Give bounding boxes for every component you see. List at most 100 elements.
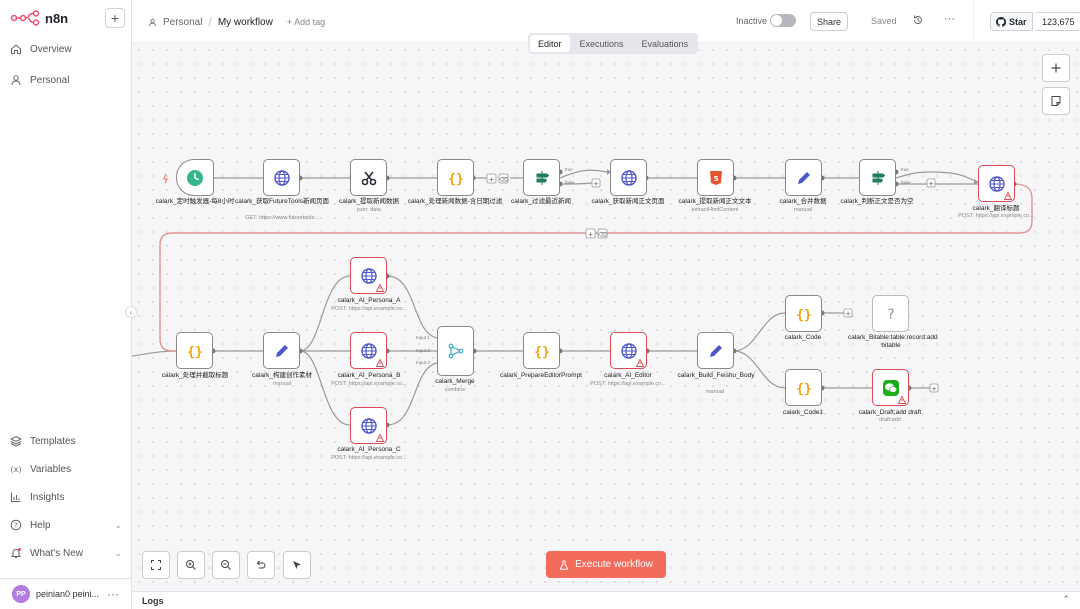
svg-text:{}: {} (448, 172, 464, 187)
collapse-sidebar-button[interactable]: ‹ (125, 306, 137, 318)
node-label: calark_Draft:add draft (858, 409, 922, 416)
port-label-input-2: Input 2 (416, 348, 430, 353)
workflow-node[interactable]: {} (785, 295, 822, 332)
node-subtitle: manual (705, 389, 725, 395)
workflow-node[interactable] (610, 332, 647, 369)
node-subtitle: combine (444, 387, 466, 393)
zoom-out-icon (221, 560, 231, 570)
workflow-node[interactable] (350, 159, 387, 196)
zoom-in-icon (186, 560, 196, 570)
history-icon[interactable] (912, 14, 924, 26)
logs-panel[interactable]: Logs ⌃ (132, 591, 1080, 609)
workflow-node[interactable]: ? (872, 295, 909, 332)
node-label: calark_Code1 (782, 409, 824, 416)
plus-icon (1051, 63, 1061, 73)
node-subtitle: POST: https://api.example.co... (590, 381, 666, 387)
chevron-down-icon: ⌄ (114, 547, 122, 558)
logo[interactable]: n8n (10, 10, 68, 26)
globe-icon (360, 417, 377, 434)
sidebar-item-variables[interactable]: (x) Variables (10, 460, 122, 478)
zoom-in-button[interactable] (177, 551, 205, 579)
user-name: peinian0 peini... (36, 589, 100, 599)
sidebar-item-personal[interactable]: Personal (10, 71, 122, 89)
workflow-canvas[interactable]: +⌫ ++ +⌫ ++ calark_定时触发器-每8小时 calark_获取F… (132, 43, 1080, 591)
workflow-node[interactable] (523, 159, 560, 196)
sidebar-item-help[interactable]: ? Help ⌄ (10, 516, 122, 534)
workflow-node[interactable] (350, 257, 387, 294)
github-star-button[interactable]: Star (990, 12, 1033, 31)
user-more-icon[interactable]: ··· (107, 587, 119, 601)
github-star-widget: Star 123,675 (973, 0, 1080, 43)
workflow-node[interactable] (978, 165, 1015, 202)
node-label: calark_PrepareEditorPrompt (499, 372, 582, 379)
node-label: calark_提取新闻数据 (339, 198, 399, 205)
add-node-button[interactable] (1042, 54, 1070, 82)
svg-text:{}: {} (796, 308, 812, 323)
node-label: calark_获取FutureTools新闻页面 (235, 198, 329, 205)
workflow-node[interactable] (263, 159, 300, 196)
templates-icon (10, 435, 22, 447)
user-menu[interactable]: PP peinian0 peini... ··· (0, 578, 131, 609)
saved-status: Saved (871, 16, 897, 26)
workflow-node[interactable] (610, 159, 647, 196)
svg-text:+: + (845, 310, 851, 318)
node-label: calark_Merge (435, 378, 475, 385)
sidebar-item-overview[interactable]: Overview (10, 40, 122, 58)
node-label: calark_合并数据 (779, 198, 827, 205)
workflow-node[interactable]: {} (437, 159, 474, 196)
sidebar-item-label: Personal (30, 74, 70, 86)
tab-editor[interactable]: Editor (530, 35, 570, 52)
workflow-node[interactable] (350, 407, 387, 444)
workflow-node[interactable]: {} (176, 332, 213, 369)
port-label-true: true (901, 167, 909, 172)
workflow-node[interactable]: {} (785, 369, 822, 406)
view-tabs: Editor Executions Evaluations (528, 33, 699, 54)
workflow-node[interactable] (785, 159, 822, 196)
add-sticky-note-button[interactable] (1042, 87, 1070, 115)
execute-workflow-button[interactable]: Execute workflow (546, 551, 666, 578)
node-subtitle: GET: https://www.futuretools... (245, 215, 319, 221)
workflow-name[interactable]: My workflow (217, 16, 273, 28)
undo-button[interactable] (247, 551, 275, 579)
workflow-node[interactable]: 5 (697, 159, 734, 196)
zoom-out-button[interactable] (212, 551, 240, 579)
node-label: calark_过滤最近新闻 (511, 198, 571, 205)
breadcrumb-project[interactable]: Personal (163, 16, 203, 28)
workflow-node[interactable] (872, 369, 909, 406)
code-icon: {} (796, 382, 812, 397)
workflow-node[interactable] (697, 332, 734, 369)
add-tag-button[interactable]: + Add tag (286, 17, 326, 27)
warning-icon (1004, 192, 1012, 200)
sidebar-item-label: Variables (30, 463, 71, 475)
brand-name: n8n (45, 10, 69, 26)
node-label: calark_AI_Persona_C (337, 446, 401, 453)
insights-icon (11, 492, 21, 502)
home-icon (11, 44, 21, 54)
node-subtitle: draft:add (879, 417, 901, 423)
workflow-node[interactable] (350, 332, 387, 369)
workflow-node[interactable]: {} (523, 332, 560, 369)
workflow-connections: +⌫ ++ +⌫ ++ (132, 169, 1033, 428)
more-options-icon[interactable]: ··· (944, 13, 955, 25)
tidy-up-button[interactable] (283, 551, 311, 579)
svg-text:+: + (931, 385, 937, 393)
tab-executions[interactable]: Executions (579, 38, 624, 49)
add-button[interactable]: + (105, 8, 125, 28)
sidebar-item-templates[interactable]: Templates (10, 432, 122, 450)
github-star-count[interactable]: 123,675 (1036, 12, 1080, 31)
node-subtitle: manual (793, 207, 813, 213)
sidebar-item-whats-new[interactable]: What's New ⌄ (10, 544, 122, 562)
zoom-to-fit-button[interactable] (142, 551, 170, 579)
svg-text:?: ? (14, 522, 18, 530)
share-button[interactable]: Share (810, 12, 848, 31)
chevron-up-icon[interactable]: ⌃ (1062, 594, 1070, 604)
workflow-node[interactable] (859, 159, 896, 196)
tab-evaluations[interactable]: Evaluations (641, 38, 689, 49)
workflow-node[interactable] (437, 326, 474, 376)
workflow-node[interactable] (263, 332, 300, 369)
node-label: calark_定时触发器-每8小时 (155, 198, 235, 205)
node-label: calark_AI_Persona_A (337, 297, 401, 304)
sidebar-item-insights[interactable]: Insights (10, 488, 122, 506)
active-toggle[interactable] (770, 14, 796, 27)
workflow-node[interactable] (176, 159, 214, 196)
